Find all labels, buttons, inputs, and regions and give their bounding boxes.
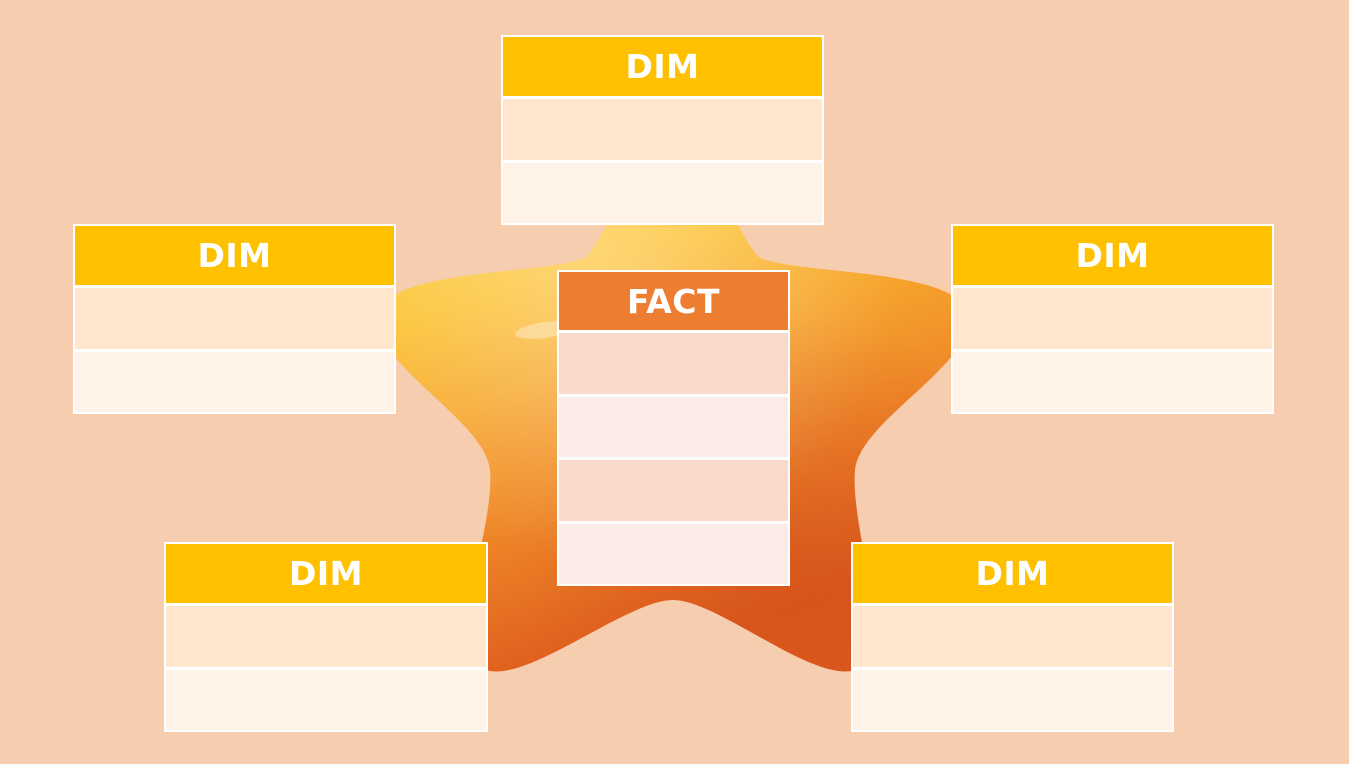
dim-table-header: DIM xyxy=(166,544,486,603)
table-row xyxy=(503,162,822,223)
dim-table-top: DIM xyxy=(501,35,824,225)
table-row xyxy=(853,606,1172,667)
table-row xyxy=(559,460,788,521)
dim-table-header: DIM xyxy=(503,37,822,96)
dim-table-header: DIM xyxy=(75,226,394,285)
dim-table-bottom-left: DIM xyxy=(164,542,488,732)
fact-table-header: FACT xyxy=(559,272,788,330)
table-row xyxy=(853,669,1172,730)
table-row xyxy=(953,288,1272,349)
table-row xyxy=(503,99,822,160)
dim-table-bottom-right: DIM xyxy=(851,542,1174,732)
table-row xyxy=(75,351,394,412)
table-row xyxy=(559,333,788,394)
dim-table-left: DIM xyxy=(73,224,396,414)
dim-table-right: DIM xyxy=(951,224,1274,414)
table-row xyxy=(559,396,788,457)
fact-table: FACT xyxy=(557,270,790,586)
table-row xyxy=(559,523,788,584)
table-row xyxy=(166,606,486,667)
dim-table-header: DIM xyxy=(853,544,1172,603)
table-row xyxy=(166,669,486,730)
table-row xyxy=(953,351,1272,412)
dim-table-header: DIM xyxy=(953,226,1272,285)
table-row xyxy=(75,288,394,349)
